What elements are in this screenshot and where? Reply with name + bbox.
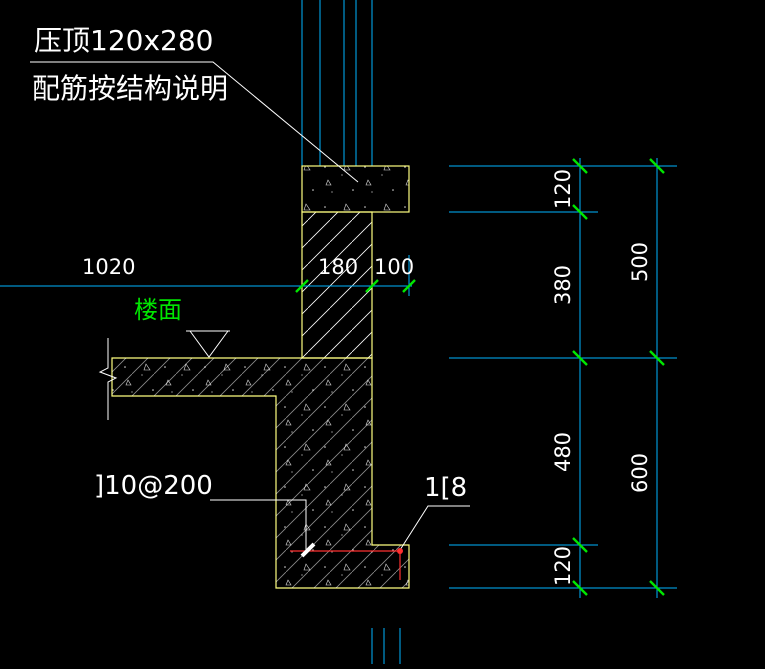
rebar-marks: [290, 542, 403, 580]
dim-100-text: 100: [374, 255, 414, 279]
rebar-left-text: ]10@200: [94, 471, 213, 501]
coping-note-text: 配筋按结构说明: [32, 72, 228, 105]
rebar-right-text: 1[8: [424, 473, 467, 503]
dim-380-text: 380: [551, 265, 575, 305]
dim-120-top-text: 120: [551, 169, 575, 209]
dim-600-text: 600: [628, 453, 652, 493]
dim-120-bottom-text: 120: [551, 546, 575, 586]
coping-block: [301, 165, 410, 213]
floor-level-symbol: [186, 330, 230, 358]
dim-500-text: 500: [628, 242, 652, 282]
dim-180-text: 180: [318, 255, 358, 279]
slab-beam-section: [111, 357, 410, 589]
dim-1020-text: 1020: [82, 255, 135, 279]
floor-label-text: 楼面: [134, 296, 182, 324]
dimension-ticks: [295, 158, 665, 596]
vertical-dim-lines: [449, 158, 677, 598]
upper-wall-lines: [301, 0, 401, 664]
parapet-wall: [301, 211, 373, 359]
dim-480-text: 480: [551, 432, 575, 472]
break-line: [98, 338, 118, 420]
coping-title-text: 压顶120x280: [34, 24, 213, 57]
horizontal-dim-line: [0, 255, 412, 296]
leader-lines: [30, 61, 470, 552]
